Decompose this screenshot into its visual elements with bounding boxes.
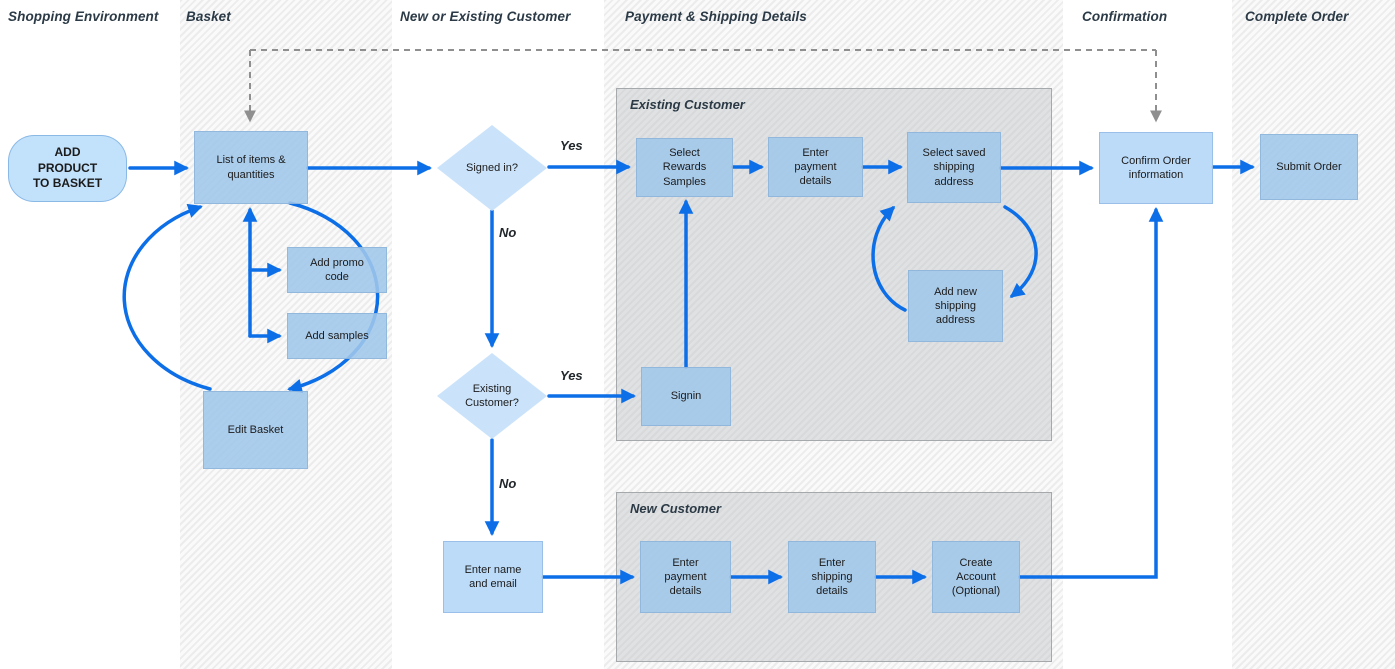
lane-title-confirmation: Confirmation [1082,9,1168,24]
node-select-rewards-samples: Select Rewards Samples [636,138,733,197]
node-enter-shipping-details: Enter shipping details [788,541,876,613]
node-submit-order: Submit Order [1260,134,1358,200]
node-add-promo-code: Add promo code [287,247,387,293]
lane-bg-complete-order [1232,0,1395,669]
node-add-samples: Add samples [287,313,387,359]
edge-savedship-to-newship-arc [1003,205,1038,298]
node-list-of-items: List of items & quantities [194,131,308,204]
edge-editbasket-to-list-arc [122,203,212,391]
node-enter-name-and-email: Enter name and email [443,541,543,613]
lane-title-complete-order: Complete Order [1245,9,1349,24]
node-signin: Signin [641,367,731,426]
edge-list-to-editbasket-arc [287,201,380,394]
edge-label-existing-yes: Yes [560,368,583,383]
edge-newship-to-savedship-arc [871,205,907,312]
group-new-customer-label: New Customer [630,501,722,516]
node-edit-basket: Edit Basket [203,391,308,469]
node-add-product-to-basket: ADD PRODUCT TO BASKET [8,135,127,202]
edge-createacct-to-confirm [1018,207,1164,579]
lane-title-new-or-existing-customer: New or Existing Customer [400,9,571,24]
node-create-account-optional: Create Account (Optional) [932,541,1020,613]
node-confirm-order-information: Confirm Order information [1099,132,1213,204]
node-enter-payment-details-new: Enter payment details [640,541,731,613]
lane-title-basket: Basket [186,9,231,24]
node-enter-payment-details-existing: Enter payment details [768,137,863,197]
lane-title-payment-shipping-details: Payment & Shipping Details [625,9,807,24]
edge-label-existing-no: No [499,476,517,491]
node-select-saved-shipping-address: Select saved shipping address [907,132,1001,203]
edge-label-signed-in-yes: Yes [560,138,583,153]
lane-title-shopping-environment: Shopping Environment [8,9,159,24]
group-existing-customer-label: Existing Customer [630,97,745,112]
node-add-new-shipping-address: Add new shipping address [908,270,1003,342]
edge-label-signed-in-no: No [499,225,517,240]
